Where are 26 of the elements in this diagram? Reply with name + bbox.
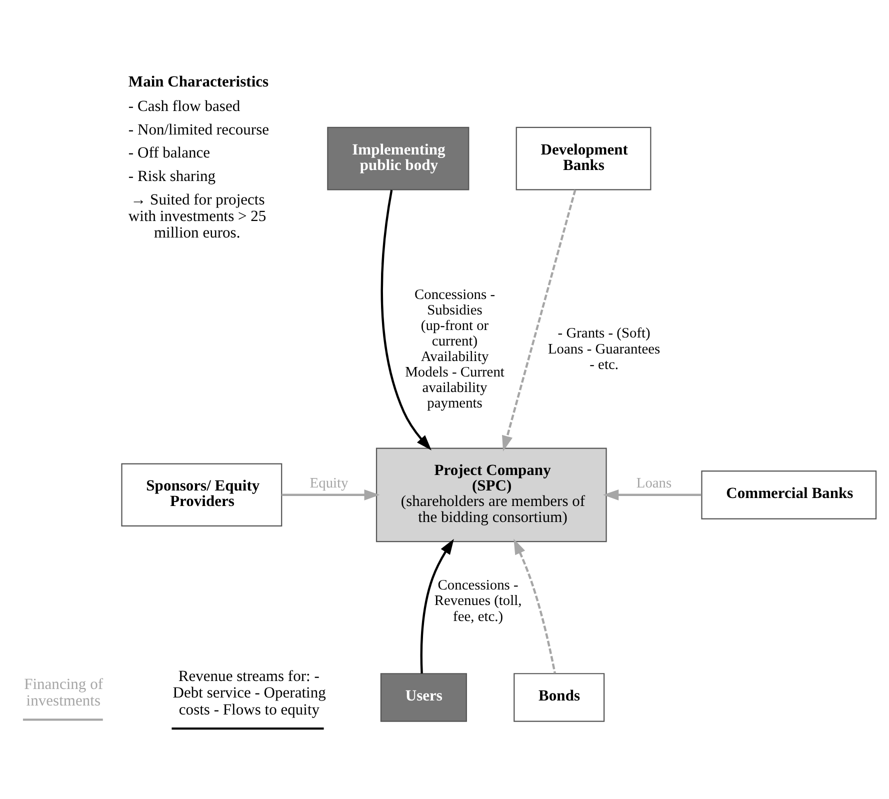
node-box: Project Company (SPC) (shareholders are members of the bidding consortium) (376, 447, 607, 542)
arrow (282, 488, 380, 500)
node-box: Implementing public body (327, 126, 470, 190)
node-box: Development Banks (516, 126, 652, 190)
edge-label: Equity (310, 475, 348, 492)
legend-label: Financing of investments (24, 675, 104, 709)
edge-label: Concessions - Revenues (toll, fee, etc.) (434, 577, 522, 624)
node-box: Bonds (514, 672, 605, 722)
label: - Non/limited recourse (128, 120, 270, 138)
label: - Risk sharing (128, 167, 216, 184)
edge-label: Loans (636, 475, 672, 492)
node-box: Users (380, 672, 467, 722)
legend-label: Revenue streams for: - Debt service - Operating costs - Flows to equity (172, 668, 326, 718)
arrow (603, 488, 702, 500)
label: - Off balance (128, 144, 210, 162)
arrow (502, 189, 576, 451)
label: → Suited for projects with investments > 25 million euros. (128, 190, 266, 242)
edge-label: Concessions - Subsidies (up-front or current) Availability Models - Current availability payments (405, 286, 504, 412)
label: Main Characteristics (128, 73, 269, 90)
arrow (514, 538, 556, 674)
edge-label: - Grants - (Soft) Loans - Guarantees - etc. (548, 325, 660, 372)
arrow (420, 538, 454, 673)
arrow (380, 189, 432, 450)
label: - Cash flow based (128, 98, 240, 115)
node-box: Sponsors/ Equity Providers (121, 462, 282, 526)
node-box: Commercial Banks (701, 470, 877, 519)
